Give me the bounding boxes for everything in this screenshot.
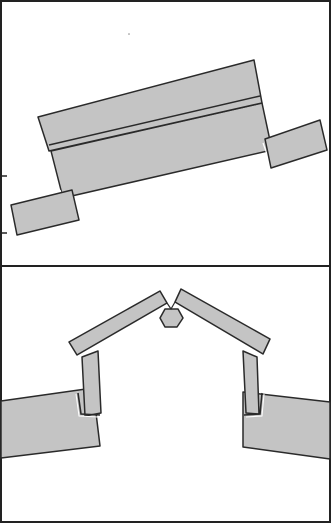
left-wall-step xyxy=(77,392,101,416)
right-plate xyxy=(264,119,328,169)
right-base-block xyxy=(242,391,331,460)
ridge-notch xyxy=(166,301,176,311)
right-wall-post xyxy=(242,350,260,415)
right-roof-panel xyxy=(174,288,271,355)
bottom-panel xyxy=(0,288,331,460)
left-plate xyxy=(10,189,80,236)
ridge-cap xyxy=(159,308,184,328)
left-wall-post xyxy=(81,350,102,417)
left-base-block xyxy=(0,387,101,459)
left-roof-panel xyxy=(68,290,168,356)
right-step-highlight xyxy=(262,142,268,155)
block-seam xyxy=(48,95,261,146)
left-wall-step-highlight xyxy=(75,393,99,418)
top-panel xyxy=(10,33,328,236)
right-wall-step xyxy=(243,392,263,416)
speck xyxy=(128,33,130,35)
main-block-upper xyxy=(37,59,263,152)
right-wall-step-highlight xyxy=(245,393,265,418)
